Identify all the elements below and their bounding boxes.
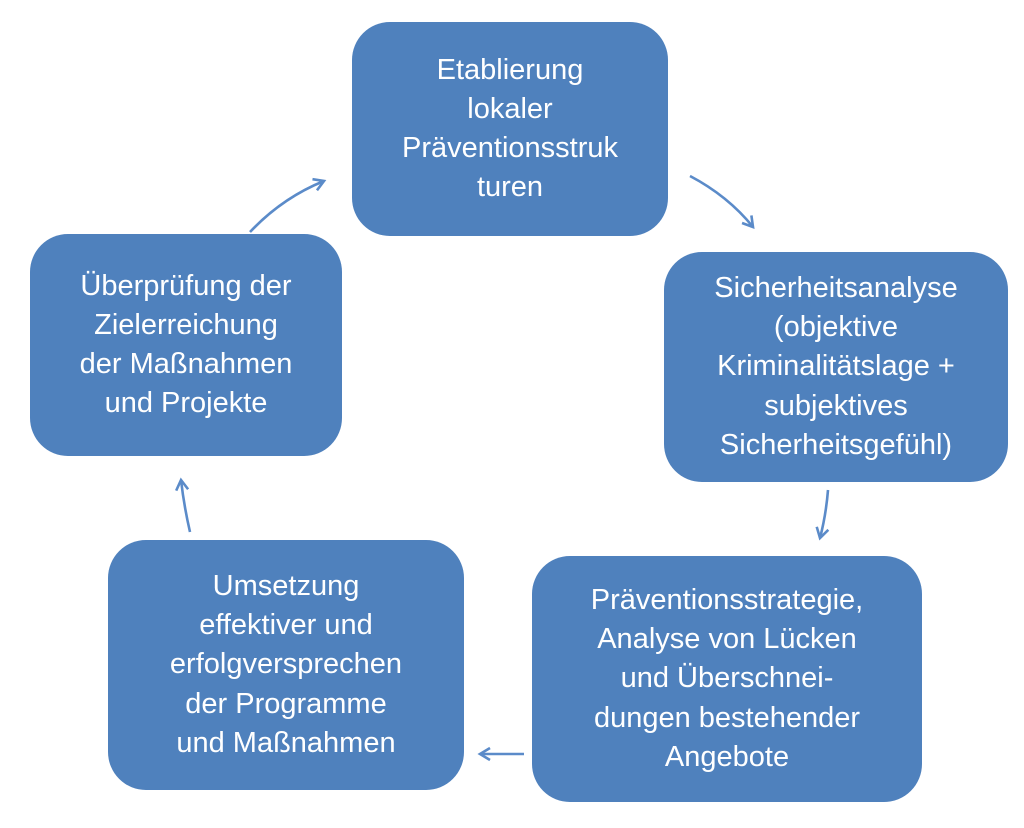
arrow-umsetzung-to-ueberpruefung — [175, 477, 192, 533]
node-sicherheitsanalyse-label: Sicherheitsanalyse (objektive Kriminalit… — [714, 272, 958, 461]
node-umsetzung-label: Umsetzung effektiver und erfolgversprech… — [169, 570, 403, 759]
node-sicherheitsanalyse: Sicherheitsanalyse (objektive Kriminalit… — [664, 252, 1008, 482]
node-etablierung-label: Etablierung lokaler Präventionsstruk tur… — [402, 53, 618, 204]
node-praeventionsstrategie: Präventionsstrategie, Analyse von Lücken… — [532, 556, 922, 802]
node-praeventionsstrategie-label: Präventionsstrategie, Analyse von Lücken… — [590, 584, 864, 773]
node-umsetzung: Umsetzung effektiver und erfolgversprech… — [108, 540, 464, 790]
node-etablierung: Etablierung lokaler Präventionsstruk tur… — [352, 22, 668, 236]
arrow-sicherheitsanalyse-to-praeventionsstrategie — [815, 489, 830, 541]
arrow-ueberpruefung-to-etablierung — [249, 177, 327, 233]
node-ueberpruefung: Überprüfung der Zielerreichung der Maßna… — [30, 234, 342, 456]
arrow-etablierung-to-sicherheitsanalyse — [689, 174, 755, 229]
node-ueberpruefung-label: Überprüfung der Zielerreichung der Maßna… — [79, 269, 293, 420]
